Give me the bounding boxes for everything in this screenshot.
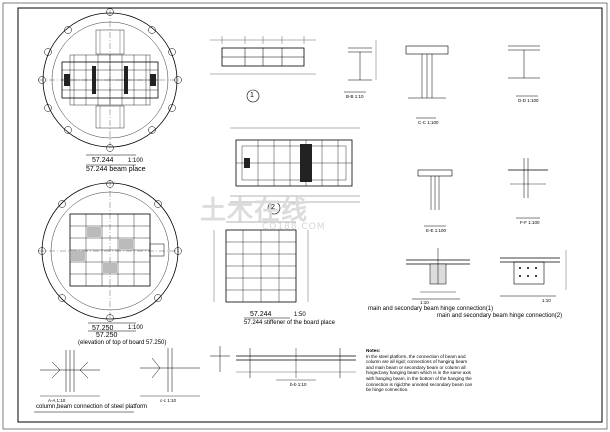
hinge2-scale: 1:10 bbox=[542, 298, 551, 303]
marker-two: 2 bbox=[271, 204, 275, 211]
stiffener-title-1: 57.244 bbox=[250, 311, 272, 318]
watermark-url: CO188.COM bbox=[262, 222, 326, 232]
section-ee: E-E 1:100 bbox=[426, 228, 447, 233]
section-c-lower: c-c 1:10 bbox=[160, 398, 177, 403]
detail-plan-2 bbox=[230, 127, 360, 215]
marker-one: 1 bbox=[250, 92, 254, 99]
section-details-middle bbox=[417, 158, 548, 227]
notes-body: In the steel platform, the connection of… bbox=[366, 353, 473, 393]
watermark-brand: 土木在线 bbox=[200, 196, 309, 226]
stiffener-title-2: 57.244 stiffener of the board place bbox=[244, 320, 335, 326]
notes-heading: Notes: bbox=[366, 348, 381, 353]
beam-place-title-2: 57.244 beam place bbox=[86, 166, 146, 173]
hinge2-title: main and secondary beam hinge connection… bbox=[437, 313, 563, 319]
section-dd: D-D 1:100 bbox=[518, 98, 539, 103]
notes-block: Notes: In the steel platform, the connec… bbox=[366, 348, 476, 393]
detail-plan-1 bbox=[210, 36, 316, 103]
top-board-title-1: 57.250 bbox=[92, 325, 114, 332]
stiffener-scale: 1:50 bbox=[294, 312, 306, 318]
section-b-lower: b-b 1:10 bbox=[290, 382, 307, 387]
top-board-plan bbox=[38, 180, 182, 332]
beam-place-title-1: 57.244 bbox=[92, 157, 114, 164]
top-board-scale: 1:100 bbox=[128, 325, 144, 331]
section-ff: F-F 1:100 bbox=[520, 220, 540, 225]
column-connection-details bbox=[34, 348, 200, 413]
stiffener-grid bbox=[213, 221, 309, 319]
inner-frame bbox=[17, 7, 603, 423]
hinge-connection-details bbox=[406, 248, 567, 300]
column-connection-title: column,beam connection of steel platform bbox=[36, 404, 148, 410]
hinge1-scale: 1:10 bbox=[420, 300, 429, 305]
elevation-strip bbox=[210, 346, 356, 381]
section-bb: B-B 1:10 bbox=[346, 94, 364, 99]
top-board-subtitle: (elevation of top of board 57.250) bbox=[78, 340, 167, 346]
section-details-top bbox=[344, 40, 540, 119]
beam-place-plan bbox=[38, 8, 182, 166]
hinge1-title: main and secondary beam hinge connection… bbox=[368, 306, 494, 312]
section-aa: A-A 1:10 bbox=[48, 398, 66, 403]
beam-place-scale: 1:100 bbox=[128, 158, 144, 164]
top-board-title-2: 57.250 bbox=[96, 332, 118, 339]
section-cc: C-C 1:100 bbox=[418, 120, 439, 125]
